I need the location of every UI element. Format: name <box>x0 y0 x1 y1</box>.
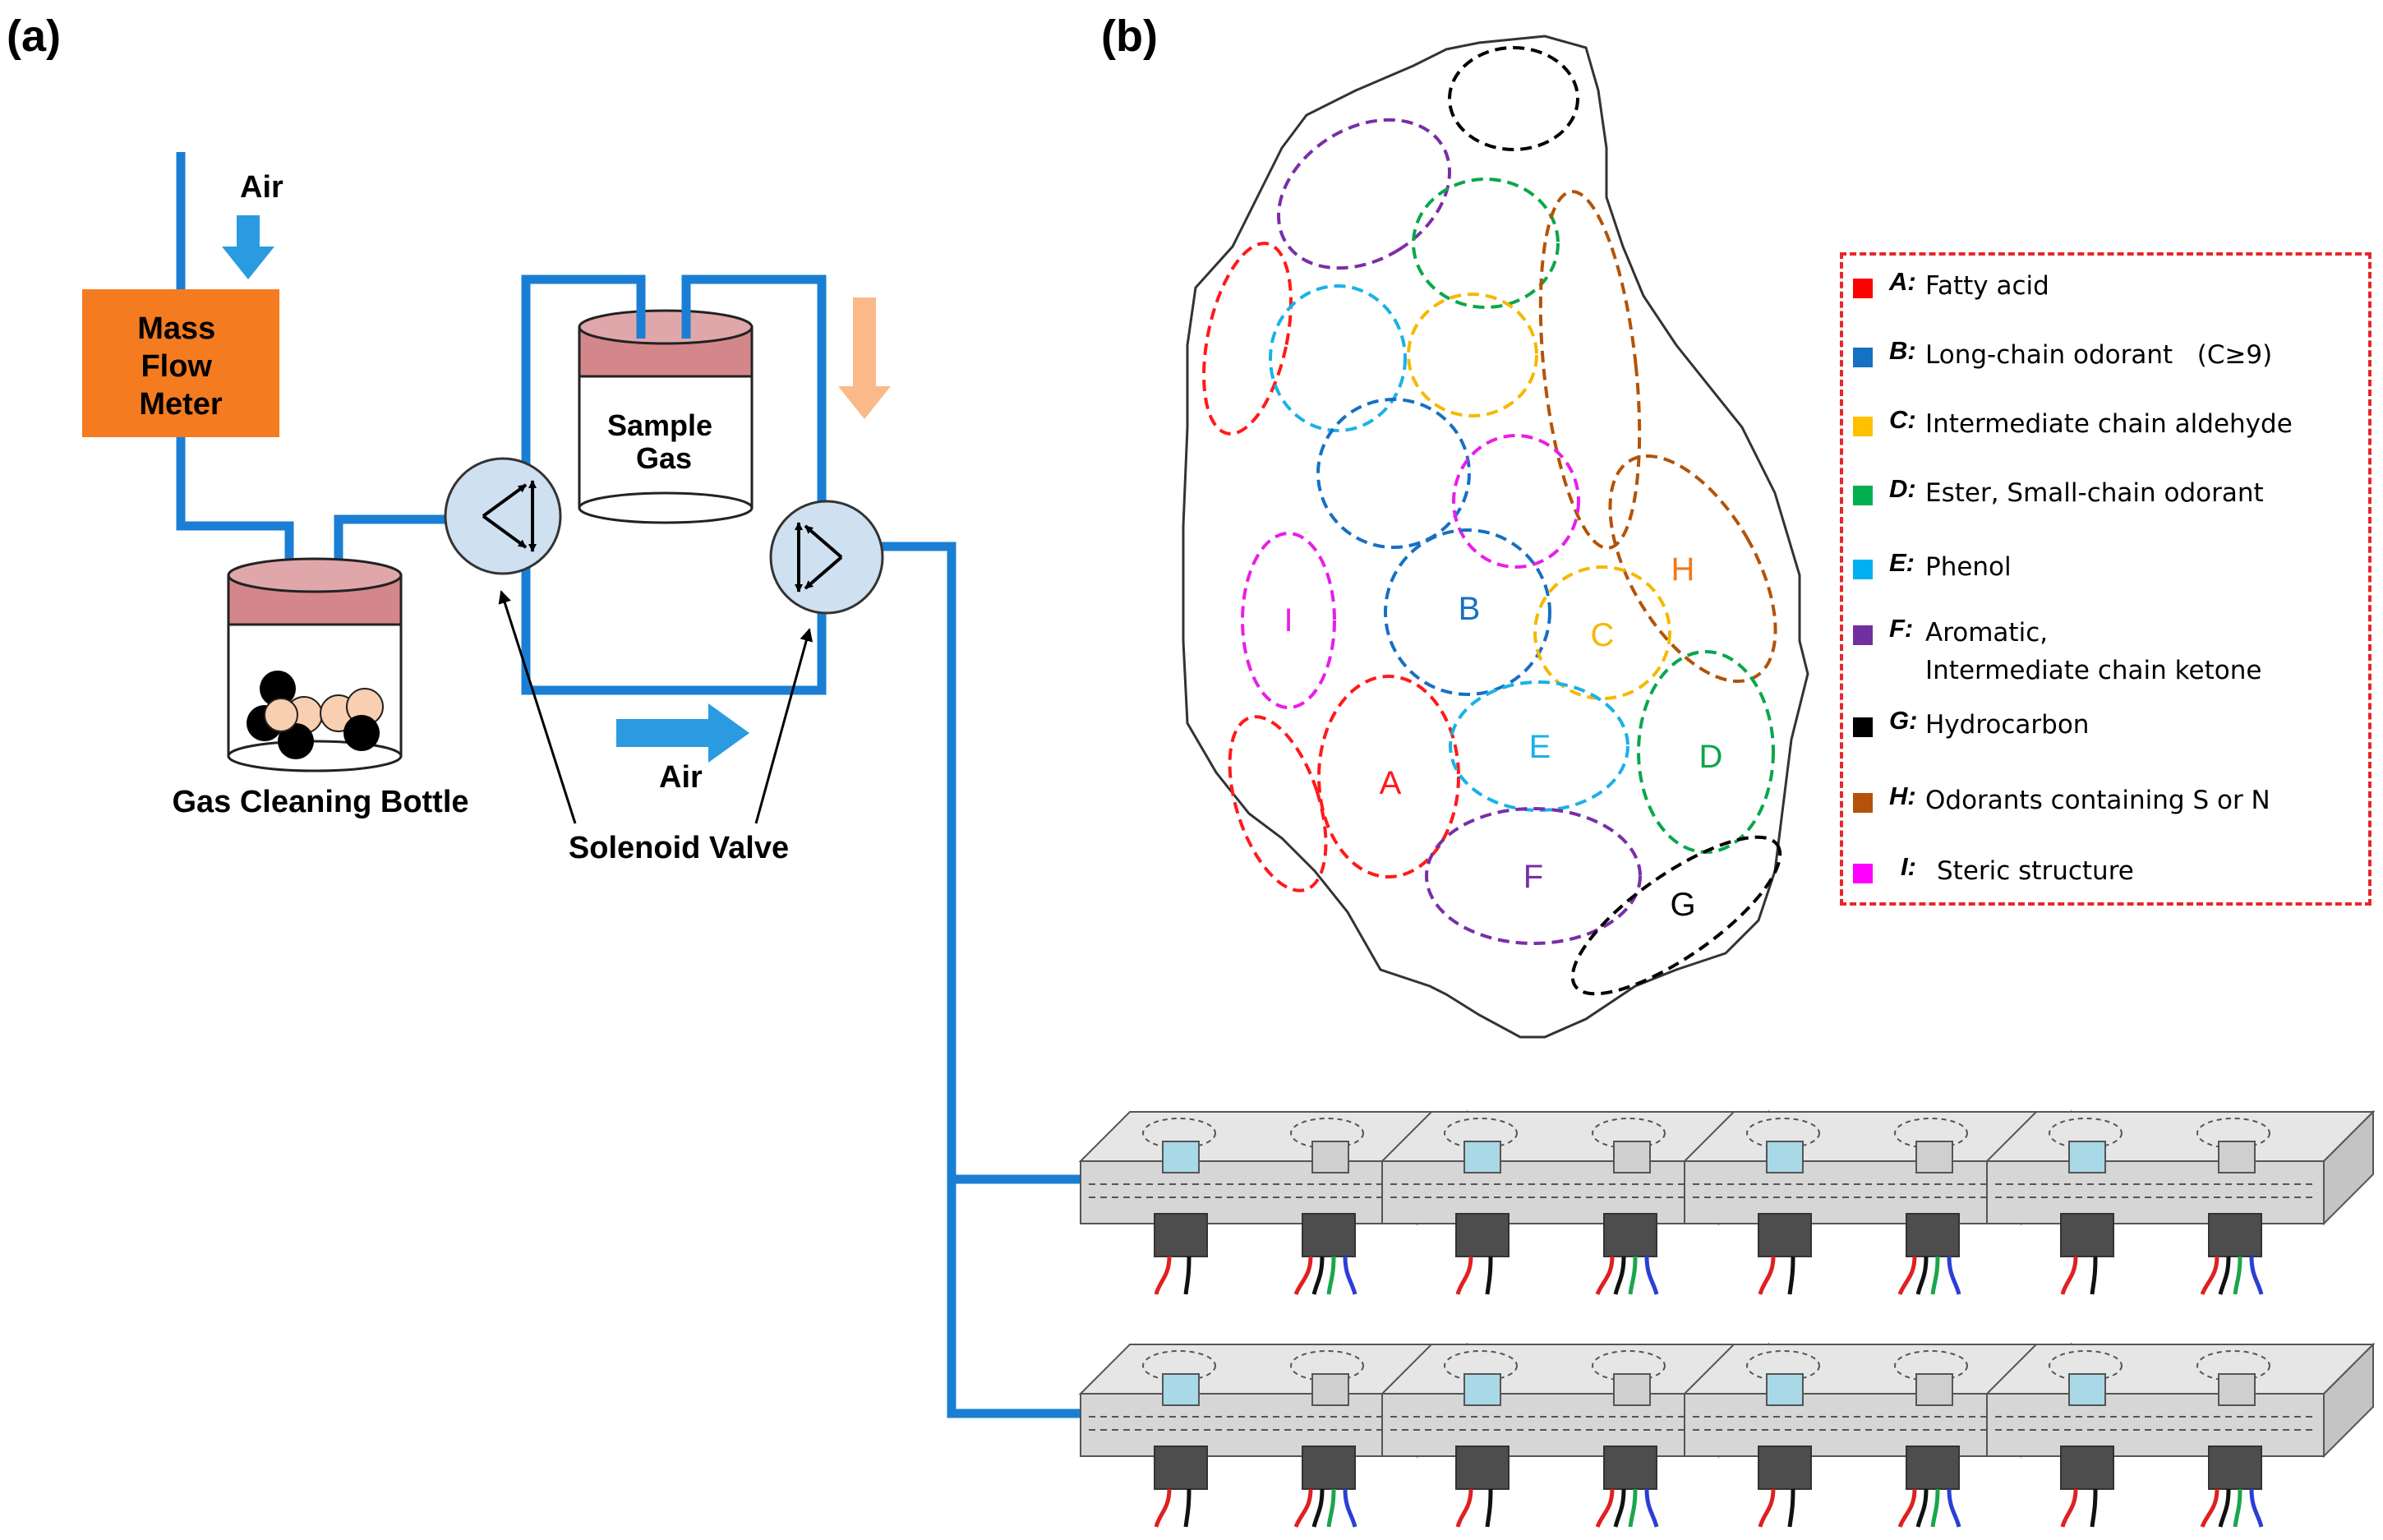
region-letter-H: H <box>1671 551 1695 588</box>
solenoid-valve-right <box>769 500 884 615</box>
panel-label-b: (b) <box>1101 12 1158 61</box>
sample-gas-label: Sample Gas <box>607 408 721 475</box>
legend-swatch-f <box>1853 625 1873 645</box>
legend-text-i: Steric structure <box>1937 856 2134 886</box>
region-letter-E: E <box>1529 729 1551 765</box>
legend-key-h: H: <box>1889 782 1916 810</box>
legend-key-i: I: <box>1901 852 1916 881</box>
gas-cleaning-bottle <box>227 557 403 772</box>
region-cyan-top <box>1269 284 1407 432</box>
region-letter-F: F <box>1523 859 1543 895</box>
solenoid-valve-left <box>444 457 562 575</box>
region-letter-C: C <box>1591 617 1615 653</box>
panel-label-a: (a) <box>7 12 61 61</box>
legend-key-e: E: <box>1889 548 1915 577</box>
air-down-arrow <box>222 215 274 279</box>
region-letter-B: B <box>1459 591 1481 627</box>
region-black-top <box>1448 46 1579 151</box>
legend-item-i: I: Steric structure <box>1843 852 2368 901</box>
legend-item-d: D: Ester, Small-chain odorant <box>1843 474 2368 523</box>
solenoid-pointer-left <box>498 590 577 824</box>
legend-key-f: F: <box>1889 614 1914 643</box>
legend-key-d: D: <box>1889 474 1916 503</box>
region-E <box>1449 680 1629 812</box>
legend-swatch-a <box>1853 279 1873 298</box>
legend-key-g: G: <box>1889 706 1918 735</box>
region-letter-D: D <box>1699 739 1723 775</box>
region-yellow-top <box>1407 293 1538 417</box>
region-red-left <box>1202 242 1293 436</box>
region-green-top <box>1412 178 1560 309</box>
region-letter-A: A <box>1380 765 1402 801</box>
region-F <box>1425 807 1642 945</box>
legend-item-e: E: Phenol <box>1843 548 2368 597</box>
sample-gas-line-1: Sample <box>607 408 712 442</box>
sensor-array-top <box>1081 1112 2373 1294</box>
mass-flow-meter-label: Mass Flow Meter <box>137 311 224 422</box>
air-label-top: Air <box>240 170 283 205</box>
region-brown-lower <box>1608 454 1777 684</box>
region-I <box>1241 532 1336 709</box>
mass-flow-meter <box>82 289 279 437</box>
legend-key-b: B: <box>1889 336 1916 365</box>
legend-swatch-c <box>1853 417 1873 436</box>
region-G <box>1570 835 1782 996</box>
legend-text-b: Long-chain odorant (C≥9) <box>1925 340 2273 370</box>
region-A <box>1317 675 1460 878</box>
region-magenta-mid <box>1452 434 1580 569</box>
legend-text-g: Hydrocarbon <box>1925 710 2090 740</box>
sample-gas-line-2: Gas <box>636 441 692 475</box>
legend-key-c: C: <box>1889 405 1916 434</box>
region-blue-mid <box>1316 398 1471 549</box>
legend-swatch-e <box>1853 560 1873 579</box>
legend-text-e: Phenol <box>1925 552 2012 582</box>
region-brown-right <box>1538 190 1642 550</box>
legend-item-h: H: Odorants containing S or N <box>1843 782 2368 831</box>
solenoid-valve-label: Solenoid Valve <box>569 831 789 865</box>
legend-text-d: Ester, Small-chain odorant <box>1925 478 2264 508</box>
region-C <box>1533 565 1671 700</box>
region-letter-G: G <box>1670 887 1695 923</box>
legend-swatch-d <box>1853 486 1873 505</box>
legend-swatch-i <box>1853 864 1873 883</box>
legend-key-a: A: <box>1889 267 1916 296</box>
legend-item-b: B: Long-chain odorant (C≥9) <box>1843 336 2368 385</box>
region-red-small <box>1228 715 1328 892</box>
air-label-bottom: Air <box>659 760 703 795</box>
solenoid-pointer-right <box>754 628 813 824</box>
legend-text-h: Odorants containing S or N <box>1925 786 2270 815</box>
mfm-line-3: Meter <box>139 387 223 422</box>
sample-gas-bottle <box>578 309 754 524</box>
legend-text-a: Fatty acid <box>1925 271 2049 301</box>
air-right-arrow <box>616 703 749 763</box>
legend-item-c: C: Intermediate chain aldehyde <box>1843 405 2368 454</box>
region-purple-top <box>1276 118 1452 270</box>
legend-text-c: Intermediate chain aldehyde <box>1925 409 2293 439</box>
mfm-line-2: Flow <box>141 349 212 384</box>
gas-cleaning-bottle-label: Gas Cleaning Bottle <box>172 785 468 819</box>
odor-category-legend: A: Fatty acid B: Long-chain odorant (C≥9… <box>1840 252 2371 906</box>
legend-item-g: G: Hydrocarbon <box>1843 706 2368 755</box>
legend-text-f: Aromatic, Intermediate chain ketone <box>1925 618 2262 685</box>
legend-swatch-g <box>1853 717 1873 737</box>
legend-swatch-b <box>1853 348 1873 367</box>
legend-swatch-h <box>1853 793 1873 813</box>
legend-item-f: F: Aromatic, Intermediate chain ketone <box>1843 614 2368 704</box>
mfm-line-1: Mass <box>137 311 215 346</box>
region-B <box>1384 528 1551 696</box>
legend-item-a: A: Fatty acid <box>1843 267 2368 316</box>
sample-flow-arrow <box>838 297 891 419</box>
sensor-array-bottom <box>1081 1344 2373 1527</box>
region-letter-I: I <box>1284 602 1293 639</box>
